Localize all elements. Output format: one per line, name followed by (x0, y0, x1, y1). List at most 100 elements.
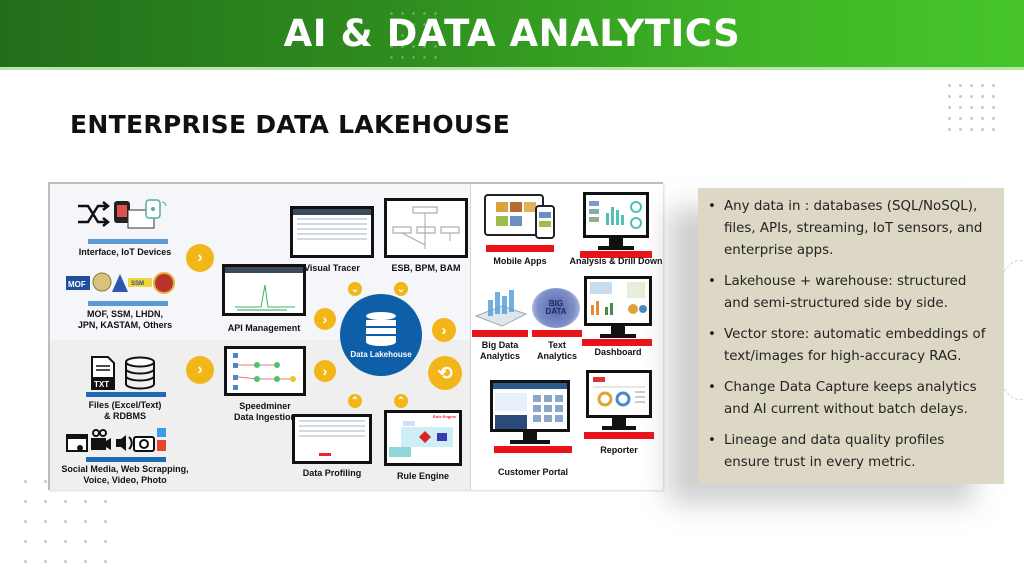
feature-bullet-list: Any data in : databases (SQL/NoSQL), fil… (708, 196, 994, 474)
decorative-dot (104, 500, 107, 503)
decorative-dot (44, 520, 47, 523)
database-icon (366, 312, 396, 346)
header-title: AI & DATA ANALYTICS (283, 12, 741, 55)
monitor-stand (510, 440, 550, 444)
flow-arrow-icon: › (314, 308, 336, 330)
agency-logos-icon: MOF SSM (66, 270, 176, 296)
bullet-item: Any data in : databases (SQL/NoSQL), fil… (708, 196, 994, 262)
decorative-dot (104, 560, 107, 563)
output-bar (580, 251, 652, 258)
bullet-item: Vector store: automatic embeddings of te… (708, 324, 994, 368)
decorative-dot (412, 56, 415, 59)
file-database-icon: TXT (90, 356, 160, 390)
svg-text:MOF: MOF (68, 280, 86, 289)
reporter-screen (586, 370, 652, 418)
svg-text:TXT: TXT (94, 380, 109, 389)
monitor-stand (523, 432, 537, 442)
decorative-dot (970, 117, 973, 120)
decorative-dot (64, 520, 67, 523)
decorative-dot (24, 560, 27, 563)
speedminer-label-1: Speedminer (239, 401, 291, 411)
decorative-dot (24, 520, 27, 523)
text-analytics-word-cloud: BIG DATA (532, 288, 580, 328)
source-label-media-2: Voice, Video, Photo (83, 475, 167, 485)
decorative-dot (959, 106, 962, 109)
text-analytics-label-2: Analytics (536, 351, 578, 361)
decorative-dot (434, 34, 437, 37)
decorative-dot (992, 95, 995, 98)
customer-portal-screen (490, 380, 570, 432)
decorative-dot (401, 45, 404, 48)
decorative-dot (401, 23, 404, 26)
decorative-dot (412, 12, 415, 15)
decorative-dot (390, 12, 393, 15)
bullet-item: Lakehouse + warehouse: structured and se… (708, 271, 994, 315)
decorative-dot (44, 540, 47, 543)
analysis-label: Analysis & Drill Down (569, 256, 663, 266)
source-bar (86, 457, 166, 462)
flow-arrow-icon: › (186, 356, 214, 384)
text-cloud-word: BIG DATA (545, 299, 567, 316)
speedminer-screen (224, 346, 306, 396)
decorative-dot (959, 117, 962, 120)
decorative-dot (948, 117, 951, 120)
rule-engine-screen: Rule Engine (384, 410, 462, 466)
decorative-dot (981, 95, 984, 98)
decorative-dot (434, 56, 437, 59)
feature-bullets-panel: Any data in : databases (SQL/NoSQL), fil… (698, 188, 1004, 484)
big-data-label-2: Analytics (479, 351, 521, 361)
decorative-dot (412, 45, 415, 48)
output-bar (582, 339, 652, 346)
flow-arrow-icon: › (432, 318, 456, 342)
sync-arrow-icon: ⟲ (428, 356, 462, 390)
decorative-dot (84, 500, 87, 503)
dashboard-screen (584, 276, 652, 326)
decorative-dot (434, 45, 437, 48)
decorative-dot (104, 540, 107, 543)
flow-arrow-icon: › (186, 244, 214, 272)
decorative-dot (44, 560, 47, 563)
decorative-dot (970, 95, 973, 98)
big-data-image (474, 286, 528, 328)
decorative-dot (401, 12, 404, 15)
decorative-dot (959, 84, 962, 87)
decorative-dot (981, 128, 984, 131)
decorative-dot (992, 117, 995, 120)
decorative-dot (401, 34, 404, 37)
iot-devices-icon (76, 198, 171, 232)
source-label-files-2: & RDBMS (104, 411, 146, 421)
decorative-dot (948, 128, 951, 131)
reporter-label: Reporter (600, 445, 638, 455)
decorative-dot (104, 520, 107, 523)
customer-portal-label: Customer Portal (497, 467, 568, 477)
decorative-dot (44, 500, 47, 503)
media-icons (66, 427, 176, 457)
flow-arrow-icon: ⌄ (394, 282, 408, 296)
output-bar (472, 330, 528, 337)
flow-arrow-icon: ⌃ (394, 394, 408, 408)
big-data-label-1: Big Data (481, 340, 519, 350)
monitor-stand (600, 334, 636, 338)
decorative-dot (24, 540, 27, 543)
analysis-screen (583, 192, 649, 238)
decorative-dot (970, 106, 973, 109)
decorative-dot (981, 117, 984, 120)
decorative-dot (64, 540, 67, 543)
dashboard-label: Dashboard (594, 347, 642, 357)
section-title: ENTERPRISE DATA LAKEHOUSE (70, 110, 511, 139)
source-label-agencies-1: MOF, SSM, LHDN, (87, 309, 163, 319)
decorative-dot (24, 480, 27, 483)
source-label-media-1: Social Media, Web Scrapping, (61, 464, 189, 474)
esb-bpm-bam-screen (384, 198, 468, 258)
decorative-dot (423, 12, 426, 15)
output-bar (494, 446, 572, 453)
decorative-dot (970, 84, 973, 87)
decorative-dot (970, 128, 973, 131)
decorative-dot (423, 56, 426, 59)
decorative-dot (423, 23, 426, 26)
source-label-agencies-2: JPN, KASTAM, Others (77, 320, 173, 330)
bullet-item: Change Data Capture keeps analytics and … (708, 377, 994, 421)
decorative-dot (401, 56, 404, 59)
source-label-files-1: Files (Excel/Text) (88, 400, 162, 410)
flow-arrow-icon: ⌃ (348, 394, 362, 408)
